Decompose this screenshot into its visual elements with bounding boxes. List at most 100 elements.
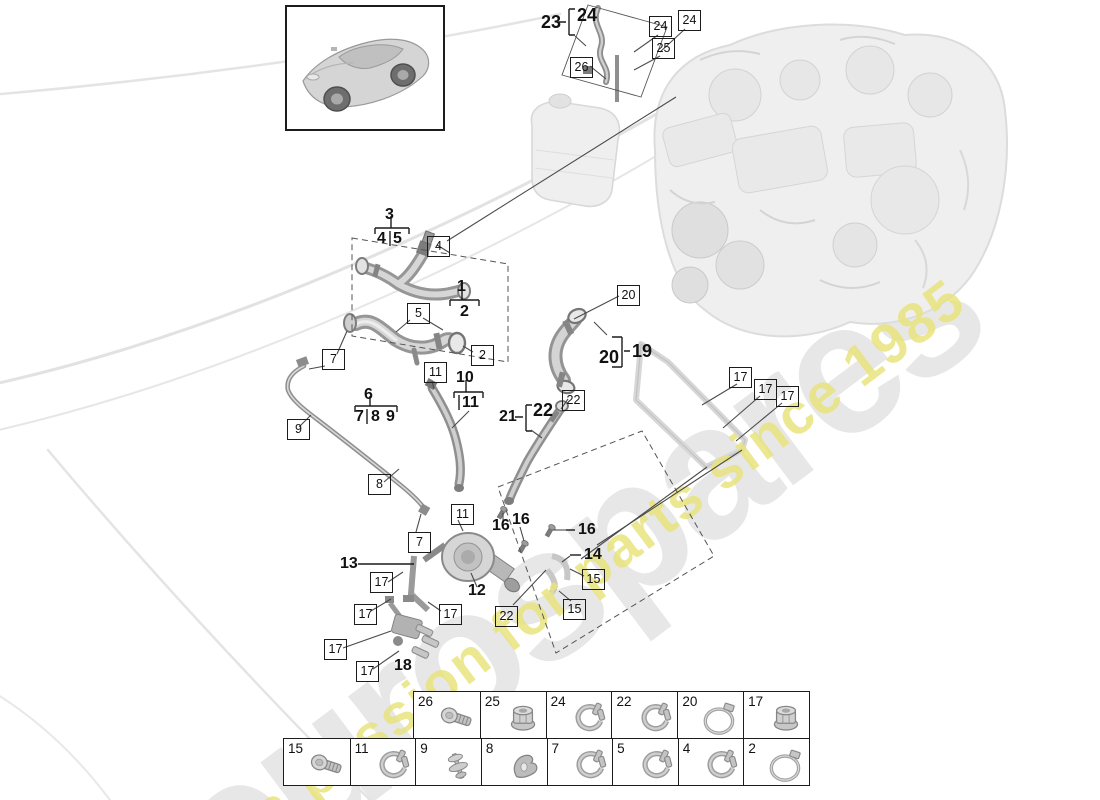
callout-label-4[interactable]: 4 — [377, 230, 386, 247]
legend-part-number: 7 — [551, 740, 560, 756]
callout-label-13[interactable]: 13 — [340, 555, 358, 572]
legend-part-number: 17 — [748, 694, 764, 709]
callout-box-11a[interactable]: 11 — [424, 362, 447, 383]
ring-clamp-icon — [769, 747, 803, 782]
callout-box-17g[interactable]: 17 — [754, 379, 777, 400]
hose-clamp-icon — [699, 747, 741, 785]
y-hose-part3 — [355, 230, 471, 301]
legend-part-number: 8 — [485, 740, 494, 756]
callout-label-21[interactable]: 21 — [499, 408, 517, 425]
legend-part-number: 22 — [616, 694, 632, 709]
retaining-clip-icon — [513, 754, 537, 778]
callout-box-7b[interactable]: 7 — [408, 532, 431, 553]
callout-box-17c[interactable]: 17 — [439, 604, 462, 625]
callout-label-14[interactable]: 14 — [584, 546, 602, 563]
legend-cell-2[interactable]: 2 — [743, 738, 809, 785]
callout-label-7[interactable]: 7 — [355, 408, 364, 425]
legend-cell-8[interactable]: 8 — [480, 738, 547, 785]
legend-part-number: 5 — [617, 740, 625, 756]
callout-label-23[interactable]: 23 — [541, 12, 562, 32]
flange-nut-icon — [510, 705, 535, 731]
callout-box-5[interactable]: 5 — [407, 303, 430, 324]
callout-box-24a[interactable]: 24 — [649, 16, 672, 37]
legend-part-number: 11 — [354, 740, 369, 756]
callout-label-24[interactable]: 24 — [577, 5, 598, 25]
legend-part-number: 4 — [682, 740, 691, 756]
callout-label-20[interactable]: 20 — [599, 347, 620, 367]
hose-clamp-icon — [371, 747, 413, 785]
callout-box-11b[interactable]: 11 — [451, 504, 474, 525]
legend-cell-17[interactable]: 17 — [743, 692, 809, 738]
callout-label-19[interactable]: 19 — [632, 341, 653, 361]
callout-label-16b[interactable]: 16 — [512, 511, 530, 528]
callout-label-12[interactable]: 12 — [468, 582, 486, 599]
callout-label-11[interactable]: 11 — [462, 394, 479, 411]
callout-box-7a[interactable]: 7 — [322, 349, 345, 370]
legend-cell-9[interactable]: 9 — [415, 738, 481, 785]
legend-part-number: 26 — [418, 694, 434, 709]
callout-box-17b[interactable]: 17 — [354, 604, 377, 625]
callout-label-16c[interactable]: 16 — [578, 521, 596, 538]
callout-box-4[interactable]: 4 — [427, 236, 450, 257]
legend-table-bottom-row: 15 11 9 8 7 5 4 2 — [283, 737, 810, 786]
legend-cell-4[interactable]: 4 — [677, 738, 744, 785]
legend-cell-22[interactable]: 22 — [611, 692, 677, 738]
legend-cell-24[interactable]: 24 — [545, 692, 612, 738]
legend-part-number: 20 — [682, 694, 698, 709]
legend-part-number: 15 — [288, 740, 304, 756]
callout-box-24b[interactable]: 24 — [678, 10, 701, 31]
callout-box-17h[interactable]: 17 — [776, 386, 799, 407]
hose-clamp-icon — [567, 700, 609, 738]
callout-box-9[interactable]: 9 — [287, 419, 310, 440]
legend-table-top-row: 26 25 24 22 20 17 — [413, 691, 810, 739]
water-hose-part20 — [548, 307, 587, 395]
screw-icon — [438, 705, 474, 730]
screw-icon — [308, 751, 343, 777]
legend-cell-7[interactable]: 7 — [546, 738, 613, 785]
callout-box-22a[interactable]: 22 — [562, 390, 585, 411]
callout-box-17f[interactable]: 17 — [729, 367, 752, 388]
callout-label-10[interactable]: 10 — [456, 369, 474, 386]
legend-part-number: 2 — [748, 740, 756, 756]
car-illustration — [302, 38, 430, 112]
legend-cell-26[interactable]: 26 — [414, 692, 480, 738]
callout-box-2[interactable]: 2 — [471, 345, 494, 366]
callout-label-9[interactable]: 9 — [386, 408, 395, 425]
callout-box-15b[interactable]: 15 — [563, 599, 586, 620]
legend-cell-5[interactable]: 5 — [612, 738, 678, 785]
callout-box-22b[interactable]: 22 — [495, 606, 518, 627]
callout-label-22[interactable]: 22 — [533, 400, 554, 420]
legend-part-number: 24 — [550, 694, 566, 709]
legend-cell-20[interactable]: 20 — [677, 692, 743, 738]
coolant-reservoir-illustration — [530, 93, 621, 208]
callout-box-20[interactable]: 20 — [617, 285, 640, 306]
legend-part-number: 9 — [420, 740, 428, 756]
hose-clamp-icon — [568, 747, 610, 785]
hose-clamp-icon — [633, 700, 675, 738]
callout-label-8[interactable]: 8 — [371, 408, 380, 425]
ring-clamp-icon — [703, 701, 737, 735]
callout-label-2[interactable]: 2 — [460, 303, 469, 320]
callout-label-16a[interactable]: 16 — [492, 517, 510, 534]
callout-box-17d[interactable]: 17 — [324, 639, 347, 660]
callout-label-1[interactable]: 1 — [457, 278, 466, 295]
hose-clamp-icon — [634, 747, 676, 785]
callout-label-6[interactable]: 6 — [364, 386, 373, 403]
plastic-rivet-icon — [444, 750, 472, 781]
legend-part-number: 25 — [484, 694, 500, 709]
legend-cell-15[interactable]: 15 — [284, 739, 350, 785]
legend-cell-25[interactable]: 25 — [479, 692, 546, 738]
callout-box-26[interactable]: 26 — [570, 57, 593, 78]
callout-box-15a[interactable]: 15 — [582, 569, 605, 590]
callout-label-18[interactable]: 18 — [394, 657, 412, 674]
callout-box-17e[interactable]: 17 — [356, 661, 379, 682]
callout-box-17a[interactable]: 17 — [370, 572, 393, 593]
callout-label-3[interactable]: 3 — [385, 206, 394, 223]
water-hose-part2 — [343, 313, 467, 366]
flange-nut-icon — [773, 705, 799, 731]
callout-box-25[interactable]: 25 — [652, 38, 675, 59]
legend-cell-11[interactable]: 11 — [349, 738, 416, 785]
callout-label-5[interactable]: 5 — [393, 230, 402, 247]
callout-box-8[interactable]: 8 — [368, 474, 391, 495]
